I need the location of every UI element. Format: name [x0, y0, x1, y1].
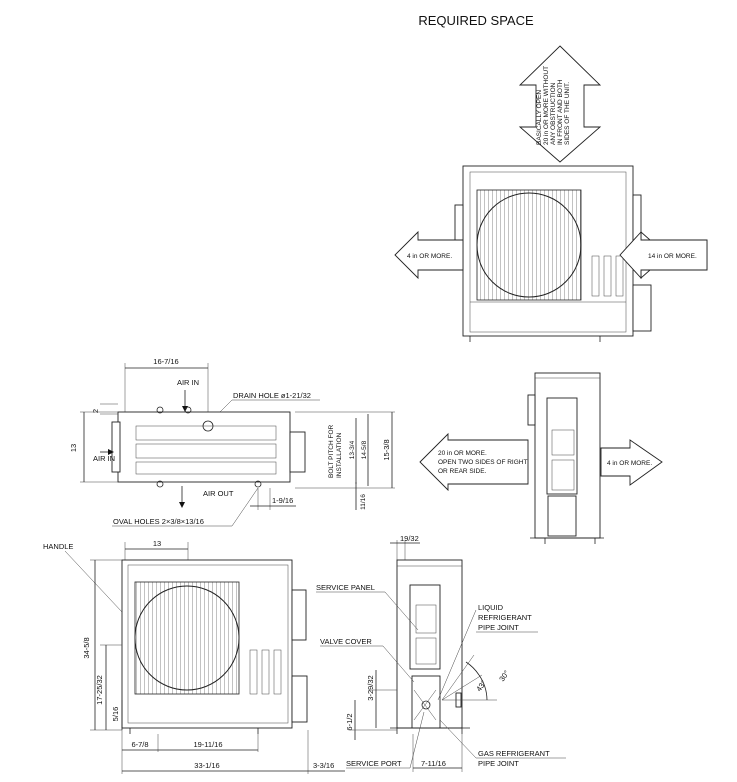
gas-line2: PIPE JOINT: [478, 759, 519, 768]
liquid-line3: PIPE JOINT: [478, 623, 519, 632]
bolt-pitch-line1: BOLT PITCH FOR: [328, 424, 335, 478]
unit-side-view-space: [527, 372, 604, 544]
unit-front-view-space: [454, 165, 652, 342]
right-clearance-label: 14 in OR MORE.: [648, 253, 697, 260]
top-note-line3: ANY OBSTRUCTION: [550, 82, 557, 145]
dim-3-3-16: 3-3/16: [313, 761, 334, 770]
handle-label: HANDLE: [43, 542, 73, 551]
oval-holes-label: OVAL HOLES 2×3/8×13/16: [113, 517, 204, 526]
dim-16-7-16: 16-7/16: [153, 357, 178, 366]
air-out-label: AIR OUT: [203, 489, 234, 498]
service-panel-label: SERVICE PANEL: [316, 583, 375, 592]
front-view: HANDLE 13 34-5/8 17-25/32 5/16 6-7/8: [43, 539, 345, 774]
dim-13-top: 13: [69, 444, 78, 452]
side-view-detail: 19/32 SERVICE PANEL LIQUID REFRIGERANT P…: [316, 534, 566, 772]
top-note-line5: SIDES OF THE UNIT.: [564, 82, 571, 145]
air-in-left-label: AIR IN: [93, 454, 115, 463]
side-left-line3: OR REAR SIDE.: [438, 468, 487, 475]
top-view: 16-7/16 AIR IN DRAIN HOLE ø1-21/32 2 13 …: [69, 357, 395, 527]
drain-hole-label: DRAIN HOLE ø1-21/32: [233, 391, 311, 400]
bolt-pitch-line2: INSTALLATION: [336, 432, 343, 478]
side-right-clearance-arrow: 4 in OR MORE.: [600, 439, 663, 486]
dim-2: 2: [91, 409, 100, 413]
air-in-top-label: AIR IN: [177, 378, 199, 387]
dim-7-11-16: 7-11/16: [421, 759, 446, 768]
dim-13-front: 13: [153, 539, 161, 548]
valve-cover-label: VALVE COVER: [320, 637, 372, 646]
top-note-line4: IN FRONT AND BOTH: [557, 79, 564, 145]
dim-19-32: 19/32: [400, 534, 419, 543]
page-title: REQUIRED SPACE: [418, 13, 534, 28]
gas-line1: GAS REFRIGERANT: [478, 749, 550, 758]
dim-1-9-16: 1-9/16: [272, 496, 293, 505]
dim-3-29-32: 3-29/32: [366, 675, 375, 700]
side-right-label: 4 in OR MORE.: [607, 460, 652, 467]
top-note-line1: BASICALLY OPEN: [536, 90, 543, 145]
top-clearance-arrow: BASICALLY OPEN 20 in OR MORE WITHOUT ANY…: [518, 45, 602, 163]
dim-6-7-8: 6-7/8: [131, 740, 148, 749]
left-clearance-arrow: 4 in OR MORE.: [394, 230, 464, 280]
top-note-line2: 20 in OR MORE WITHOUT: [543, 66, 550, 145]
liquid-line1: LIQUID: [478, 603, 504, 612]
right-clearance-arrow: 14 in OR MORE.: [619, 230, 708, 280]
left-clearance-label: 4 in OR MORE.: [407, 253, 452, 260]
liquid-line2: REFRIGERANT: [478, 613, 532, 622]
dim-11-16: 11/16: [360, 494, 367, 510]
angle-30: 30°: [497, 669, 511, 683]
dim-5-16: 5/16: [111, 707, 120, 722]
side-left-line1: 20 in OR MORE.: [438, 450, 487, 457]
side-left-clearance-arrow: 20 in OR MORE. OPEN TWO SIDES OF RIGHT O…: [419, 432, 529, 492]
dim-17-25-32: 17-25/32: [95, 675, 104, 705]
dim-33-1-16: 33-1/16: [194, 761, 219, 770]
side-left-line2: OPEN TWO SIDES OF RIGHT: [438, 459, 527, 466]
service-port-label: SERVICE PORT: [346, 759, 402, 768]
dim-34-5-8: 34-5/8: [82, 637, 91, 658]
dim-14-5-8: 14-5/8: [361, 440, 368, 459]
dim-15-3-8: 15-3/8: [382, 439, 391, 460]
dim-13-3-4: 13-3/4: [349, 440, 356, 459]
dim-19-11-16: 19-11/16: [193, 740, 222, 749]
dim-6-1-2: 6-1/2: [345, 713, 354, 730]
